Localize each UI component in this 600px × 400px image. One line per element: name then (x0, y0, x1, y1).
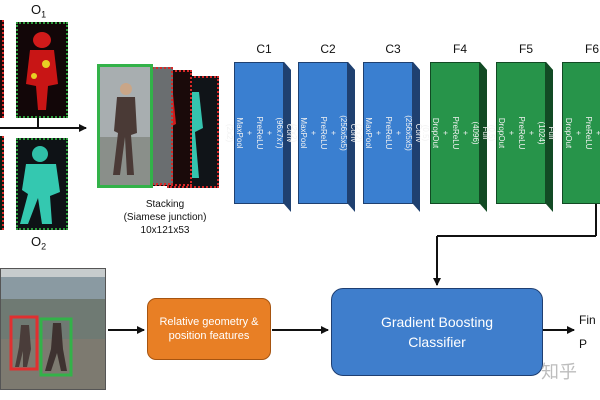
layer-f4-text: Full (4096) + PreReLU + DropOut (0.5) (421, 116, 490, 150)
layer-title-f4: F4 (452, 42, 467, 56)
stack-layer-front-photo (97, 64, 153, 188)
layer-title-f6: F6 (584, 42, 599, 56)
relative-geometry-box: Relative geometry & position features (147, 298, 271, 360)
layer-c1-text: Conv (96x7x7) + PreReLU + MaxPool (2x2) (225, 116, 294, 150)
stacking-caption: Stacking (Siamese junction) 10x121x53 (123, 199, 207, 236)
o1-left-edge-map (0, 20, 4, 118)
layer-c3: Conv (256x5x5) + PreReLU + MaxPool (2x2) (354, 62, 423, 204)
layer-c2-text: Conv (256x5x5) + PreReLU + MaxPool (2x2) (289, 115, 358, 151)
scene-photo (0, 268, 106, 390)
final-output-label: Fin P (579, 313, 596, 351)
o2-silhouette-image (20, 146, 60, 224)
o1-label: O1 (31, 2, 47, 20)
gradient-boosting-classifier-box: Gradient Boosting Classifier (331, 288, 543, 376)
layer-f6: Full (512) + PreReLU + DropOut (0.5) (562, 62, 600, 204)
o2-left-edge-map (0, 136, 4, 230)
stack-person-image (100, 67, 150, 185)
layer-title-c1: C1 (256, 42, 272, 56)
layer-f5-text: Full (1024) + PreReLU + DropOut (0.5) (487, 116, 556, 150)
o1-silhouette-image (26, 32, 58, 110)
layer-c2: Conv (256x5x5) + PreReLU + MaxPool (2x2) (289, 62, 358, 204)
layer-f6-text: Full (512) + PreReLU + DropOut (0.5) (564, 116, 600, 150)
o1-feature-map (16, 22, 68, 118)
layer-f5: Full (1024) + PreReLU + DropOut (0.5) (487, 62, 556, 204)
layer-title-c3: C3 (385, 42, 401, 56)
layer-title-c2: C2 (320, 42, 336, 56)
layer-c1: Conv (96x7x7) + PreReLU + MaxPool (2x2) (225, 62, 294, 204)
layer-c3-text: Conv (256x5x5) + PreReLU + MaxPool (2x2) (354, 115, 423, 151)
layer-title-f5: F5 (518, 42, 533, 56)
o2-label: O2 (31, 234, 47, 252)
layer-f4: Full (4096) + PreReLU + DropOut (0.5) (421, 62, 490, 204)
scene-photo-image (1, 269, 105, 389)
o2-feature-map (16, 138, 68, 230)
site-watermark: 知乎 (541, 362, 577, 383)
